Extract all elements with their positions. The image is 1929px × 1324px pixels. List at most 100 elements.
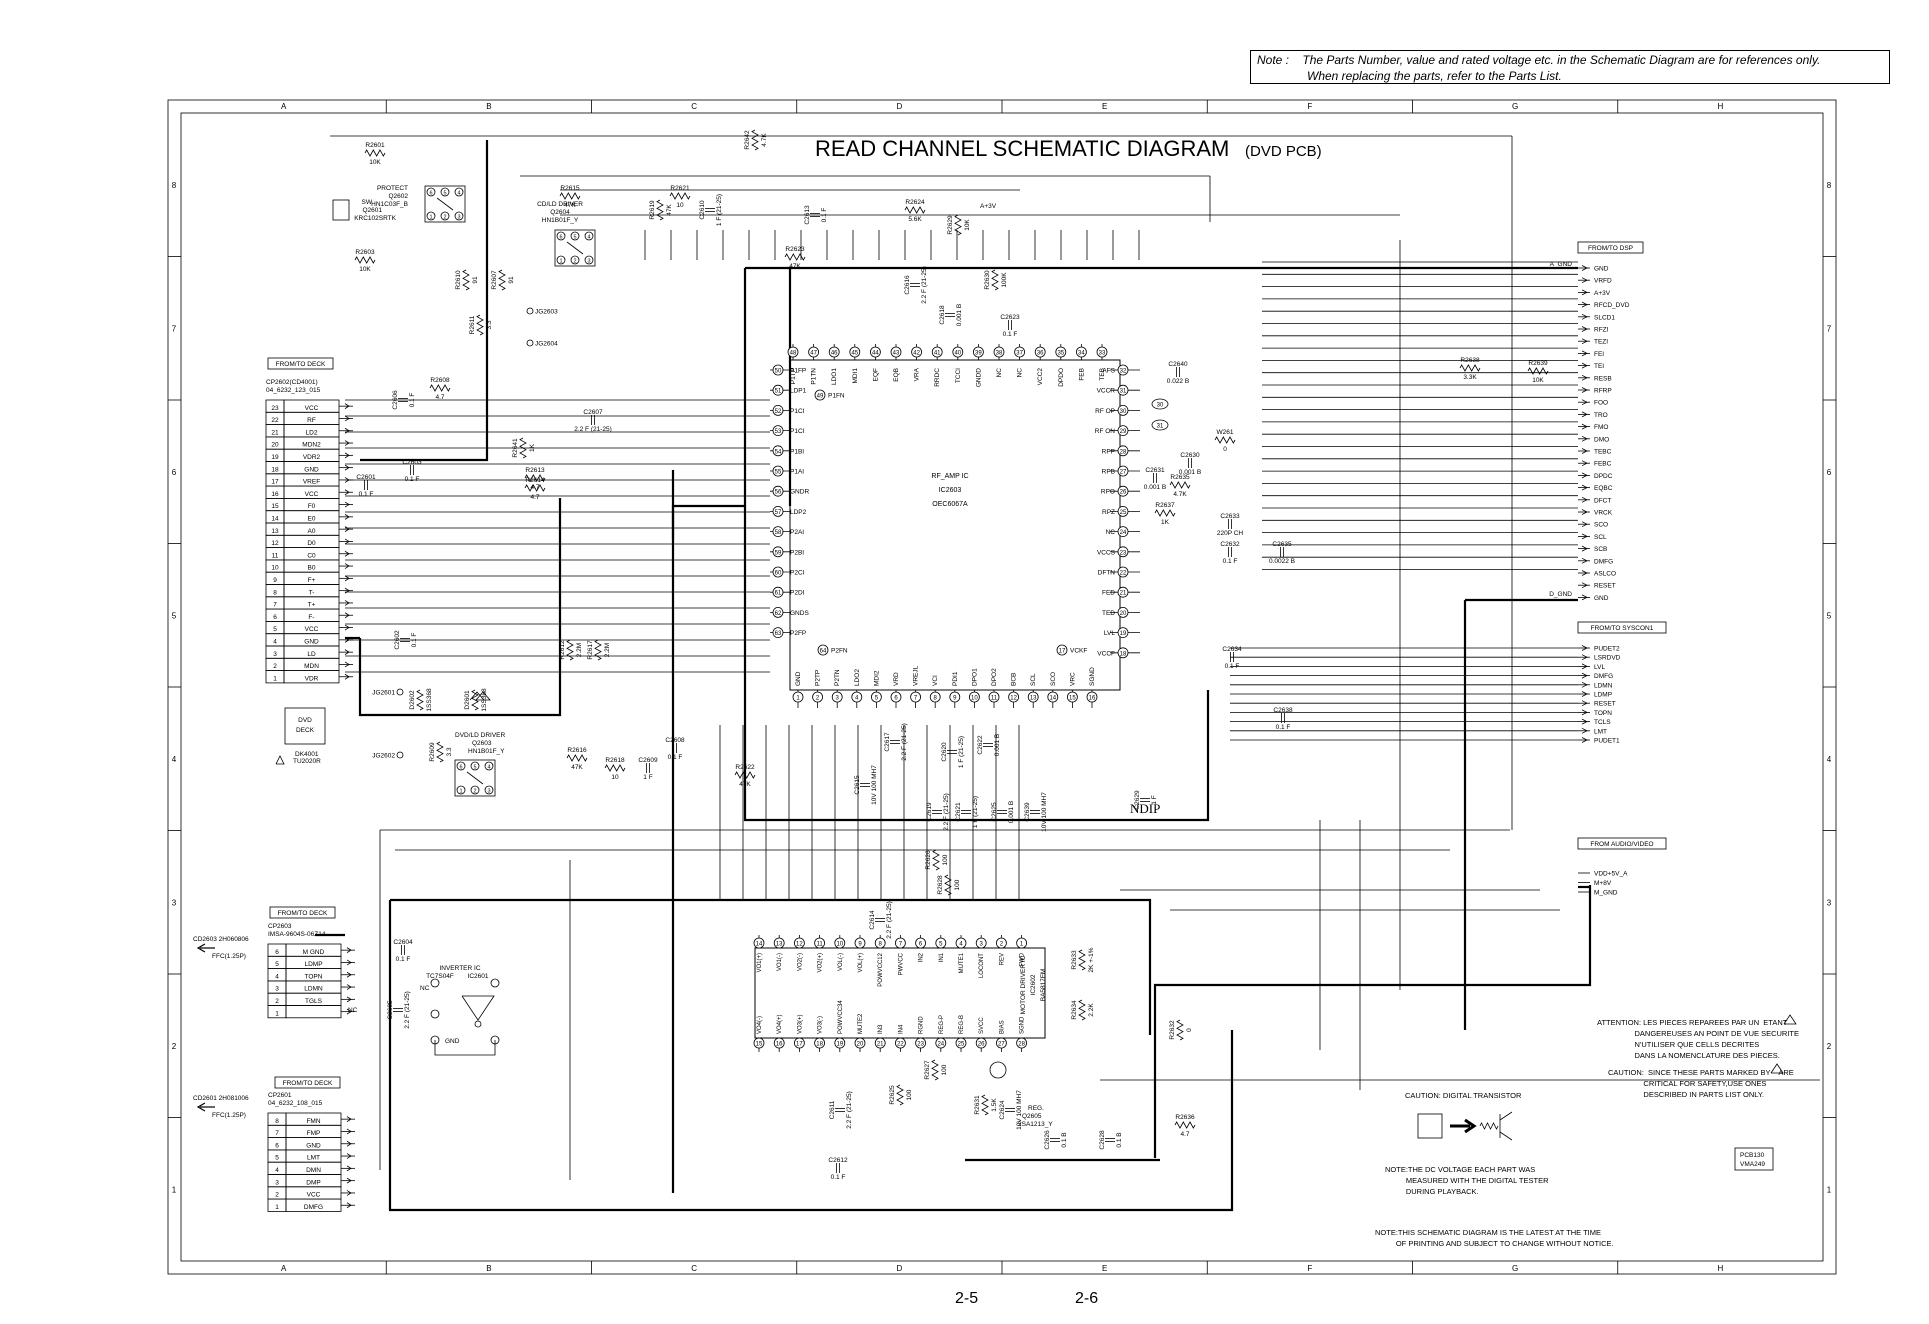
protect-q2602-pin-number: 3 xyxy=(457,215,460,221)
rf-ic-pin-signal: VCCS xyxy=(1097,549,1116,556)
dsp-signal-gnd: GND xyxy=(1594,266,1609,273)
cp2602-pin-number: 13 xyxy=(271,528,279,535)
arrow-head xyxy=(1581,545,1588,552)
note-dc-voltage: DURING PLAYBACK. xyxy=(1385,1187,1479,1196)
arrow-head xyxy=(346,996,352,1003)
arrow-head xyxy=(344,526,350,532)
component-r2616-value: 47K xyxy=(571,764,583,771)
rf-ic-pin-number: 21 xyxy=(1120,591,1127,597)
motor-ic-pin-number: 1 xyxy=(1020,942,1024,948)
cd-ld-driver-q2604-pin-number: 3 xyxy=(587,259,590,265)
cp2603-pin-number: 5 xyxy=(275,961,279,968)
arrow-head xyxy=(344,563,350,569)
component-r2639-value: 10K xyxy=(1532,377,1544,384)
dsp-signal-rfrp: RFRP xyxy=(1594,388,1612,395)
rf-amp-ic-part: OEC6067A xyxy=(932,501,968,508)
component-r2618 xyxy=(604,764,626,772)
component-r2601-value: 10K xyxy=(369,159,381,166)
component-c2611-value: 2.2 F (21-25) xyxy=(846,1091,853,1129)
component-r2639 xyxy=(1527,367,1549,375)
component-w261-ref: W261 xyxy=(1217,429,1234,436)
protect-q2602-pin-number: 1 xyxy=(429,215,432,221)
rf-ic-pin-signal: P2CI xyxy=(790,570,805,577)
rf-ic-pin-number: 37 xyxy=(1016,351,1023,357)
component-c2609-ref: C2609 xyxy=(638,757,658,764)
component-c2634-ref: C2634 xyxy=(1222,646,1242,653)
motor-ic-pin-28 xyxy=(1016,1037,1027,1049)
component-r2639-ref: R2639 xyxy=(1528,360,1548,367)
cp2602-name: CP2602(CD4001) xyxy=(266,379,318,386)
inverter-pin-5 xyxy=(490,978,500,988)
rf-ic-pin-number: 64 xyxy=(820,649,827,655)
cp2602-part: 04_6232_123_015 xyxy=(266,387,321,394)
rf-ic-pin-signal: GNDS xyxy=(790,610,809,617)
safety-mark-icon xyxy=(275,755,285,765)
q2602-part: HN1C03F_B xyxy=(371,201,408,208)
rf-ic-pin-35 xyxy=(1055,346,1067,358)
cp2602-pin-signal: F+ xyxy=(308,577,316,584)
rf-ic-pin-signal: P2TN xyxy=(834,669,841,686)
cp2601-ffc: FFC(1.25P) xyxy=(212,1112,246,1119)
component-r2634-value: 2.2K xyxy=(1088,1003,1095,1017)
cp2601-pin-signal: VCC xyxy=(307,1192,321,1199)
component-r2609-ref: R2609 xyxy=(429,742,436,762)
arrow-head xyxy=(346,984,352,990)
cd-ld-driver-q2604-pin-5 xyxy=(570,255,580,265)
rf-ic-pin-5 xyxy=(871,691,882,703)
dvd-ld-driver-q2603-junction xyxy=(466,771,484,785)
q2604-role: CD/LD DRIVER xyxy=(537,201,583,208)
arrow-head xyxy=(346,1165,352,1172)
cp2602-pin-number: 18 xyxy=(271,466,279,473)
rf-ic-pin-19 xyxy=(1117,627,1129,638)
dvd-ld-driver-q2603-pin-1 xyxy=(456,761,466,771)
motor-ic-pin-signal: VO3(+) xyxy=(797,1014,803,1034)
caution-safety-icon xyxy=(1770,1063,1784,1074)
cp2601-pin-number: 3 xyxy=(275,1179,279,1186)
rf-ic-pin-signal: P2DI xyxy=(790,590,805,597)
motor-ic-pin-signal: POWVCC34 xyxy=(838,1000,844,1034)
rf-ic-pin-12 xyxy=(1008,691,1019,703)
rf-ic-pin-signal: VCKF xyxy=(1070,648,1087,655)
caution-safety: CRITICAL FOR SAFETY,USE ONES xyxy=(1608,1079,1766,1088)
arrow-head xyxy=(1581,691,1588,697)
component-c2605-value: 2.2 F (21-25) xyxy=(404,991,411,1029)
component-r2628 xyxy=(944,874,952,896)
rf-ic-pin-signal: MDI2 xyxy=(873,670,880,686)
cp2601-pin-number: 7 xyxy=(275,1130,279,1137)
component-c2621-value: 1 F (21-25) xyxy=(972,796,979,828)
grid-row-left-3: 3 xyxy=(172,898,177,907)
inverter-bubble xyxy=(474,1020,482,1028)
component-r2635-ref: R2635 xyxy=(1170,474,1190,481)
arrow-head xyxy=(344,600,350,606)
rf-ic-pin-signal: GNDD xyxy=(975,368,982,387)
component-c2624-value: 10V 100 MH7 xyxy=(1016,1090,1023,1130)
dsp-signal-tei: TEI xyxy=(1594,363,1604,370)
motor-ic-pin-number: 4 xyxy=(959,942,963,948)
arrow-head xyxy=(1581,582,1588,589)
arrow-head xyxy=(1581,521,1588,528)
note-dc-voltage: NOTE:THE DC VOLTAGE EACH PART WAS xyxy=(1385,1165,1535,1174)
motor-ic-pin-signal: VO4(+) xyxy=(777,1014,783,1034)
component-r2630 xyxy=(991,269,999,291)
arrow-head xyxy=(1581,663,1588,670)
syscon-signal-dmfg: DMFG xyxy=(1594,673,1613,680)
rf-ic-pin-59 xyxy=(772,546,784,558)
cp2601-pin-number: 5 xyxy=(275,1155,279,1162)
rf-ic-pin-number: 4 xyxy=(855,696,859,702)
motor-ic-pin-signal: REG-B xyxy=(959,1015,965,1034)
rf-ic-pin-signal: VCCF xyxy=(1097,650,1115,657)
component-c2613-value: 0.1 F xyxy=(821,208,828,223)
rf-ic-pin-signal: EQB xyxy=(893,368,900,382)
component-r2631-ref: R2631 xyxy=(974,1095,981,1115)
dsp-tag-text: FROM/TO DSP xyxy=(1588,245,1633,252)
component-r2601 xyxy=(364,149,386,157)
rf-ic-pin-number: 20 xyxy=(1120,611,1127,617)
q2604-part: HN1B01F_Y xyxy=(542,217,579,224)
q2605-role: REG. xyxy=(1028,1105,1044,1112)
digital-transistor-symbol xyxy=(1417,1113,1443,1139)
protect-q2602-pin-2 xyxy=(440,187,450,197)
rf-ic-pin-number: 60 xyxy=(775,571,782,577)
rf-ic-pin-signal: DFTN xyxy=(1098,570,1116,577)
rf-ic-pin-signal: BCB xyxy=(1011,673,1018,686)
component-c2630-ref: C2630 xyxy=(1180,452,1200,459)
